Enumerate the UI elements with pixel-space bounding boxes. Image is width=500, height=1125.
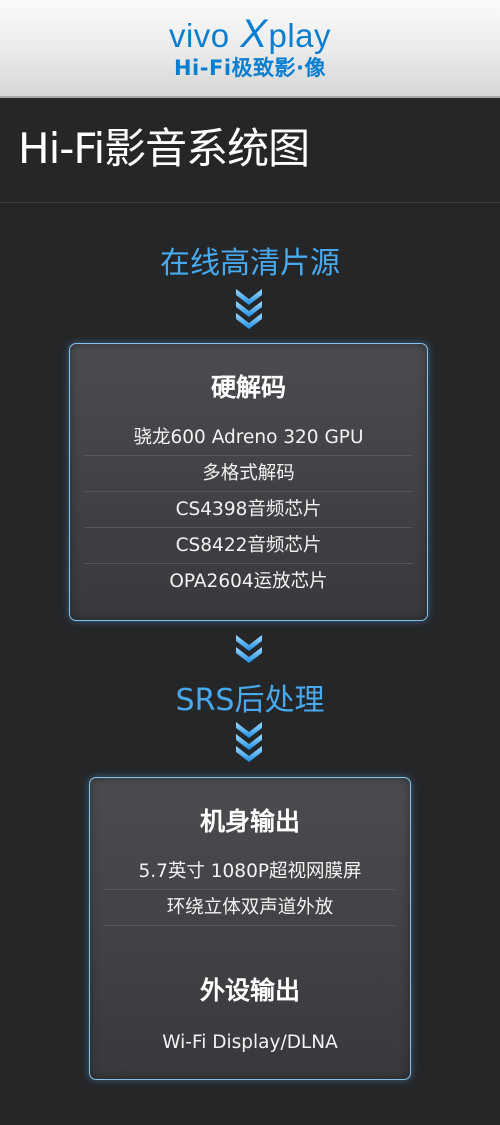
brand-logo: vivo Xplay	[0, 12, 500, 57]
decoder-item: OPA2604运放芯片	[169, 571, 328, 592]
decoder-item: CS8422音频芯片	[84, 528, 413, 564]
decoder-item: 多格式解码	[84, 456, 413, 492]
header-banner: vivo Xplay Hi-Fi极致影·像	[0, 0, 500, 98]
brand-vivo: vivo	[168, 17, 230, 54]
output-panel: 机身输出 5.7英寸 1080P超视网膜屏 环绕立体双声道外放 外设输出 Wi-…	[89, 777, 411, 1080]
srs-label: SRS后处理	[175, 683, 325, 718]
device-output-heading: 机身输出	[199, 807, 300, 836]
page-title: Hi-Fi影音系统图	[18, 124, 310, 173]
decoder-item: CS4398音频芯片	[84, 492, 413, 528]
tagline: Hi-Fi极致影·像	[173, 56, 326, 80]
chevron-down-icon	[236, 635, 262, 663]
device-output-item: 环绕立体双声道外放	[104, 890, 396, 926]
decoder-heading: 硬解码	[210, 373, 286, 402]
decoder-item: 骁龙600 Adreno 320 GPU	[84, 420, 413, 456]
external-output-item: Wi-Fi Display/DLNA	[162, 1032, 338, 1053]
decoder-panel: 硬解码 骁龙600 Adreno 320 GPU 多格式解码 CS4398音频芯…	[69, 343, 428, 621]
source-label: 在线高清片源	[160, 246, 340, 281]
chevron-down-icon	[236, 722, 262, 762]
brand-x: X	[240, 12, 268, 56]
external-output-heading: 外设输出	[199, 976, 300, 1005]
chevron-down-icon	[236, 289, 262, 329]
title-divider	[0, 202, 500, 203]
device-output-item: 5.7英寸 1080P超视网膜屏	[104, 854, 396, 890]
brand-play: play	[268, 17, 332, 54]
